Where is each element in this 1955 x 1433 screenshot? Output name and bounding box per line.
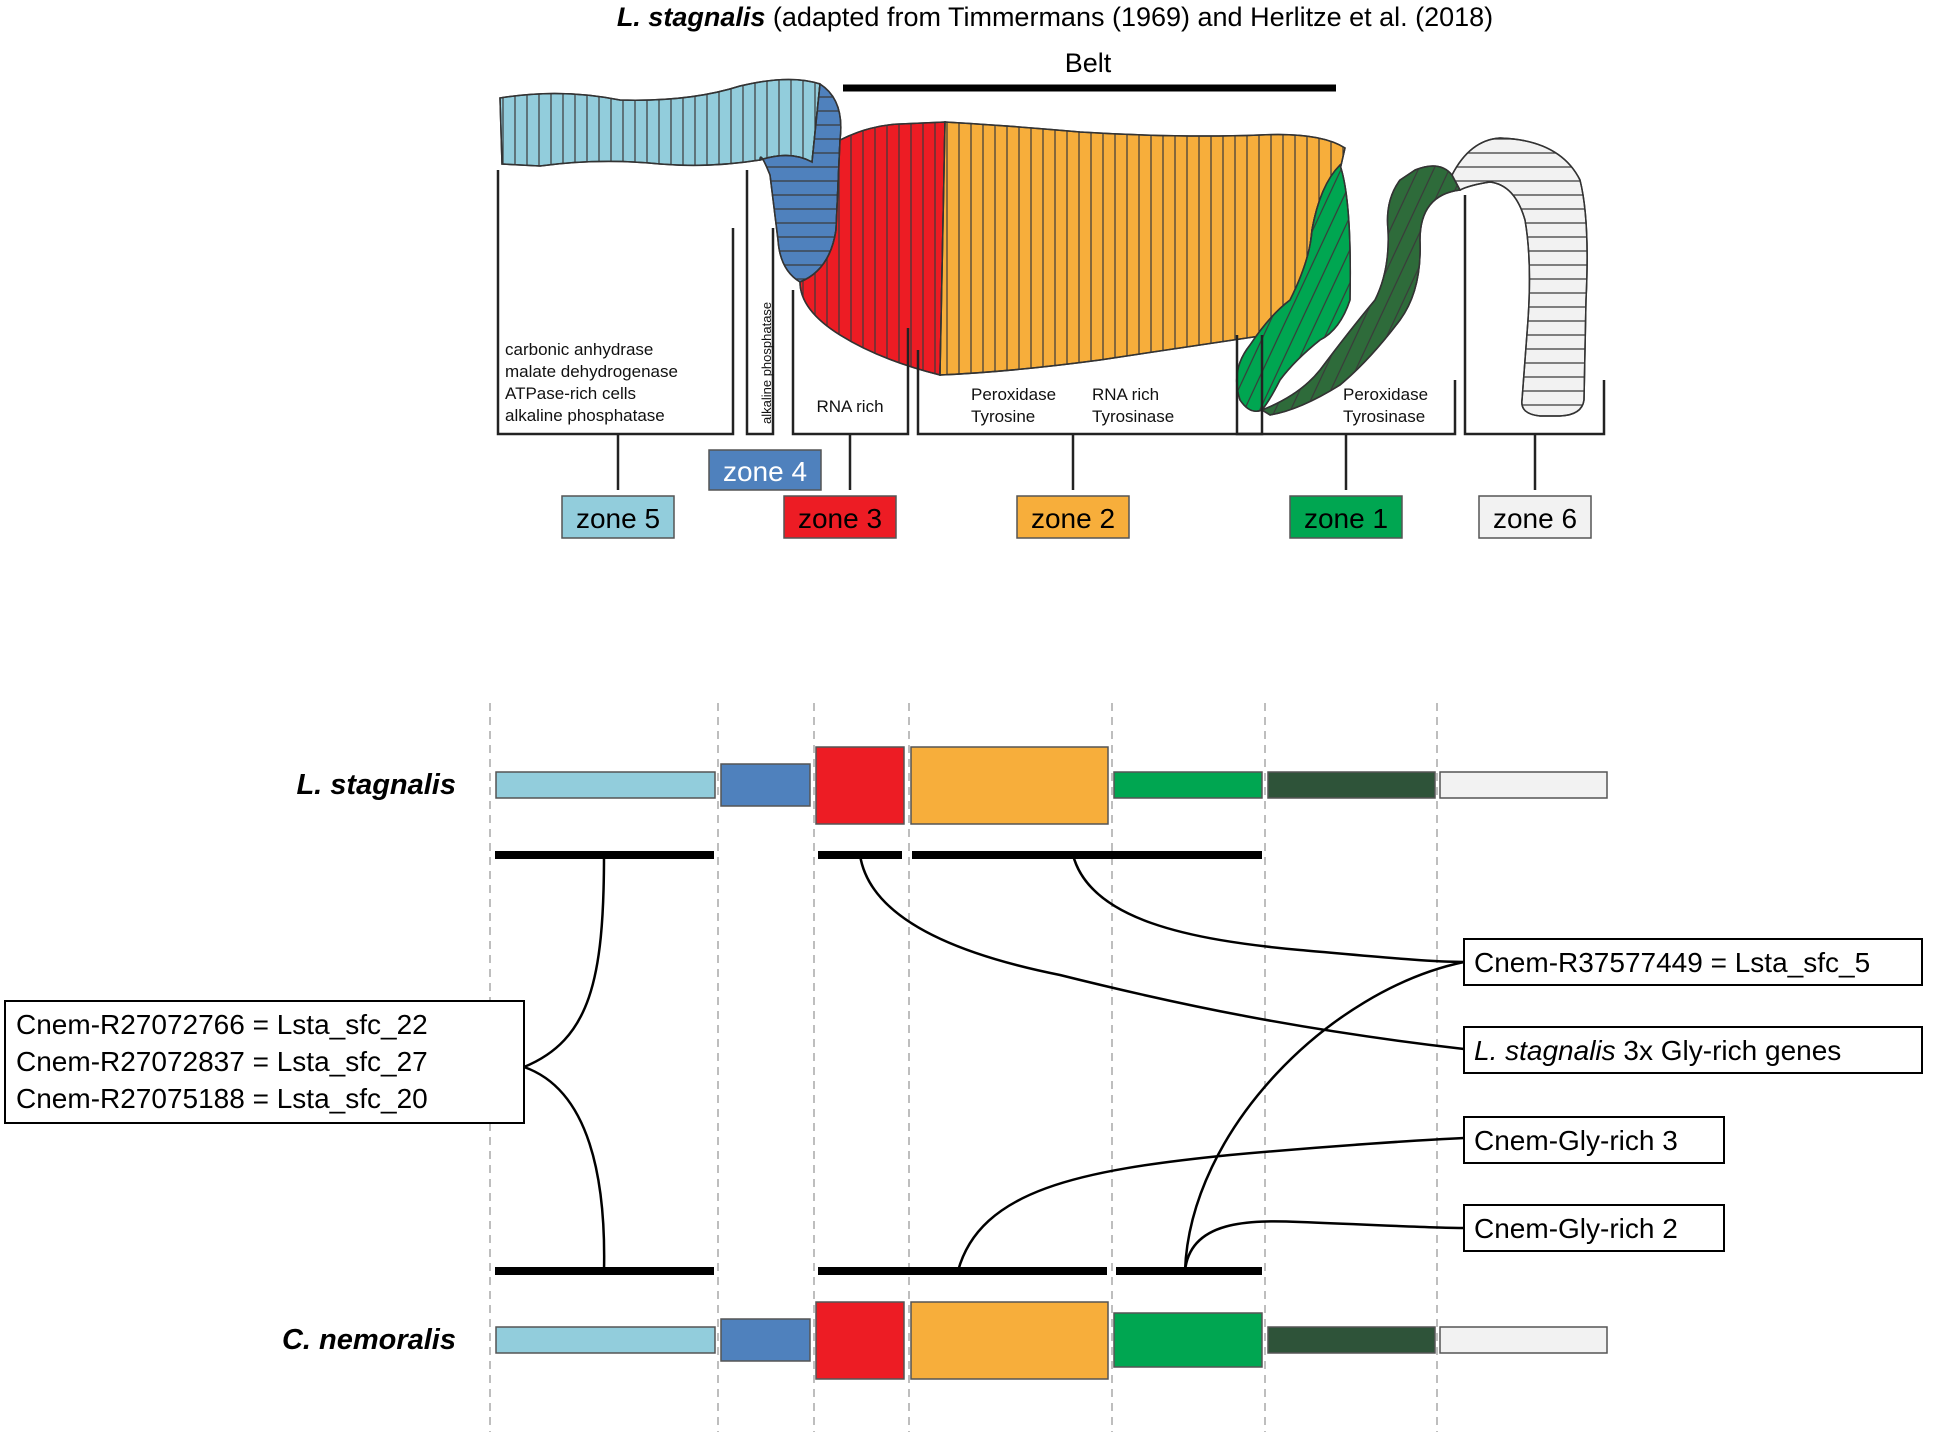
gene-box-gly2: Cnem-Gly-rich 2 <box>1463 1204 1725 1252</box>
belt-label: Belt <box>1065 48 1112 78</box>
connector-sfc5-bottom <box>1183 960 1465 1272</box>
illustration-zone3 <box>799 121 946 376</box>
lst-bar-zone6 <box>1439 771 1608 799</box>
mantle-illustration <box>499 78 1588 417</box>
svg-text:zone 2: zone 2 <box>1031 503 1115 534</box>
z2-left-1: Peroxidase <box>971 385 1056 404</box>
svg-text:Cnem-R37577449 = Lsta_sfc_5: Cnem-R37577449 = Lsta_sfc_5 <box>1474 947 1870 978</box>
z5-text-1: carbonic anhydrase <box>505 340 653 359</box>
z1-text-1: Peroxidase <box>1343 385 1428 404</box>
illustration-zone5 <box>499 78 821 167</box>
illustration-zone1-dark <box>1260 165 1462 416</box>
gene-box-lstag-gly: L. stagnalis 3x Gly-rich genes <box>1463 1026 1923 1074</box>
bracket-zone5 <box>496 170 735 436</box>
figure-title: L. stagnalis (adapted from Timmermans (1… <box>617 2 1493 32</box>
zone1-label: zone 1 <box>1289 495 1403 539</box>
gene-left-3: Cnem-R27075188 = Lsta_sfc_20 <box>16 1083 428 1114</box>
gene-box-gly3: Cnem-Gly-rich 3 <box>1463 1116 1725 1164</box>
z1-text-2: Tyrosinase <box>1343 407 1425 426</box>
z2-left-2: Tyrosine <box>971 407 1035 426</box>
svg-text:zone 4: zone 4 <box>723 456 807 487</box>
z3-text: RNA rich <box>816 397 883 416</box>
gene-left-2: Cnem-R27072837 = Lsta_sfc_27 <box>16 1046 428 1077</box>
z2-right-1: RNA rich <box>1092 385 1159 404</box>
svg-text:zone 3: zone 3 <box>798 503 882 534</box>
species-label-top: L. stagnalis <box>296 769 456 801</box>
zone5-label: zone 5 <box>561 495 675 539</box>
cnm-bar-zone1 <box>1113 1312 1263 1368</box>
illustration-zone4 <box>759 82 842 283</box>
lst-bar-zone4 <box>720 763 811 807</box>
svg-text:zone 1: zone 1 <box>1304 503 1388 534</box>
lstagnalis-zone-bars <box>495 746 1608 825</box>
cnm-bar-zone2 <box>910 1301 1109 1380</box>
cnm-bar-zone6 <box>1439 1326 1608 1354</box>
z5-text-3: ATPase-rich cells <box>505 384 636 403</box>
connector-left-bottom <box>523 1065 606 1272</box>
lst-bar-zone5 <box>495 771 716 799</box>
connector-gly-rich <box>858 854 1465 1051</box>
enzyme-annotations: carbonic anhydrase malate dehydrogenase … <box>505 302 1428 426</box>
zone3-label: zone 3 <box>783 495 897 539</box>
gene-box-left: Cnem-R27072766 = Lsta_sfc_22 Cnem-R27072… <box>4 1000 525 1124</box>
cnm-bar-zone4 <box>720 1318 811 1362</box>
gene-left-1: Cnem-R27072766 = Lsta_sfc_22 <box>16 1009 428 1040</box>
bracket-zone2 <box>916 335 1264 436</box>
lst-bar-zone1 <box>1113 771 1263 799</box>
cnm-bar-zone1-dark <box>1267 1326 1436 1354</box>
cnm-bar-zone5 <box>495 1326 716 1354</box>
zone-brackets <box>496 170 1606 490</box>
title-species: L. stagnalis <box>617 2 766 32</box>
gene-boxes: Cnem-R27072766 = Lsta_sfc_22 Cnem-R27072… <box>4 938 1923 1252</box>
connector-sfc5-top <box>1071 854 1465 964</box>
gene-connectors <box>523 854 1465 1272</box>
svg-text:zone 6: zone 6 <box>1493 503 1577 534</box>
connector-left-top <box>523 854 606 1069</box>
zone2-label: zone 2 <box>1016 495 1130 539</box>
svg-text:zone 5: zone 5 <box>576 503 660 534</box>
illustration-zone6 <box>1451 137 1588 417</box>
zone4-label: zone 4 <box>708 449 822 491</box>
gene-box-sfc5: Cnem-R37577449 = Lsta_sfc_5 <box>1463 938 1923 986</box>
species-label-bottom: C. nemoralis <box>282 1324 456 1356</box>
zone6-label: zone 6 <box>1478 495 1592 539</box>
z5-text-2: malate dehydrogenase <box>505 362 678 381</box>
z2-right-2: Tyrosinase <box>1092 407 1174 426</box>
svg-text:Cnem-Gly-rich 3: Cnem-Gly-rich 3 <box>1474 1125 1678 1156</box>
bracket-zone4 <box>745 170 775 436</box>
svg-text:Cnem-Gly-rich 2: Cnem-Gly-rich 2 <box>1474 1213 1678 1244</box>
connector-gly2 <box>1183 1220 1465 1272</box>
title-text: (adapted from Timmermans (1969) and Herl… <box>765 2 1493 32</box>
illustration-zone1 <box>1235 163 1352 412</box>
cnemoralis-zone-bars <box>495 1301 1608 1380</box>
z5-text-4: alkaline phosphatase <box>505 406 665 425</box>
lst-bar-zone2 <box>910 746 1109 825</box>
z4-text: alkaline phosphatase <box>759 302 774 424</box>
expression-bars <box>495 851 1262 1275</box>
lst-bar-zone3 <box>815 746 905 825</box>
cnm-bar-zone3 <box>815 1301 905 1380</box>
lst-bar-zone1-dark <box>1267 771 1436 799</box>
svg-text:L. stagnalis 3x Gly-rich genes: L. stagnalis 3x Gly-rich genes <box>1474 1035 1841 1066</box>
illustration-zone2 <box>939 121 1346 376</box>
zone-labels: zone 5 zone 4 zone 3 zone 2 zone 1 zone … <box>561 449 1592 539</box>
connector-gly3 <box>956 1136 1465 1272</box>
